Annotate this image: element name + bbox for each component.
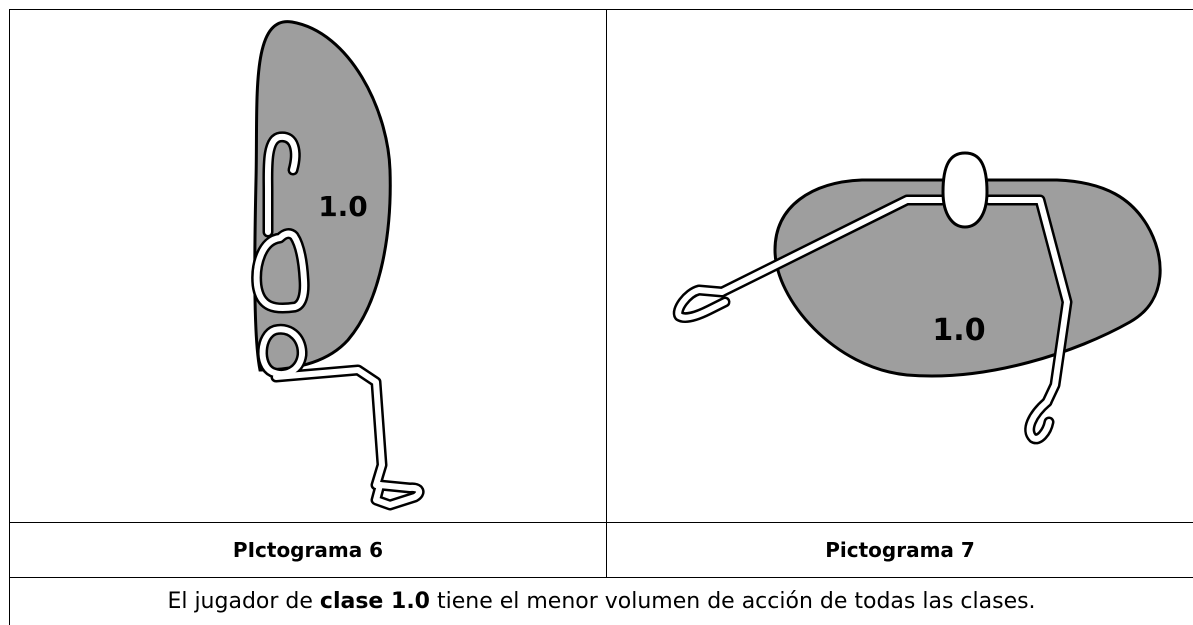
- table-border-left: [9, 9, 10, 625]
- player-figure: [672, 194, 1073, 445]
- pictogram-6-caption: PIctograma 6: [232, 538, 384, 562]
- description-class-highlight: clase 1.0: [319, 589, 430, 614]
- table-row-divider: [9, 522, 1193, 523]
- description-suffix: tiene el menor volumen de acción de toda…: [429, 589, 1036, 614]
- pictogram-7-figure: 1.0: [672, 151, 1162, 445]
- head-shape: [941, 151, 989, 229]
- pictogram-table: 1.0 1.0: [9, 9, 1193, 625]
- table-row-divider: [9, 577, 1193, 578]
- class-label: 1.0: [932, 313, 985, 348]
- class-label: 1.0: [318, 190, 368, 223]
- player-figure: [251, 131, 425, 511]
- table-column-divider: [606, 9, 607, 577]
- pictogram-6-figure: 1.0: [251, 20, 425, 511]
- action-volume-area: [253, 20, 392, 372]
- description-prefix: El jugador de: [167, 589, 320, 614]
- pictogram-7-caption: Pictograma 7: [825, 538, 975, 562]
- pictogram-7-cell: 1.0: [607, 10, 1193, 522]
- class-description: El jugador de clase 1.0 tiene el menor v…: [10, 578, 1193, 625]
- pictogram-6-cell: 1.0: [10, 10, 606, 522]
- table-border-top: [9, 9, 1193, 10]
